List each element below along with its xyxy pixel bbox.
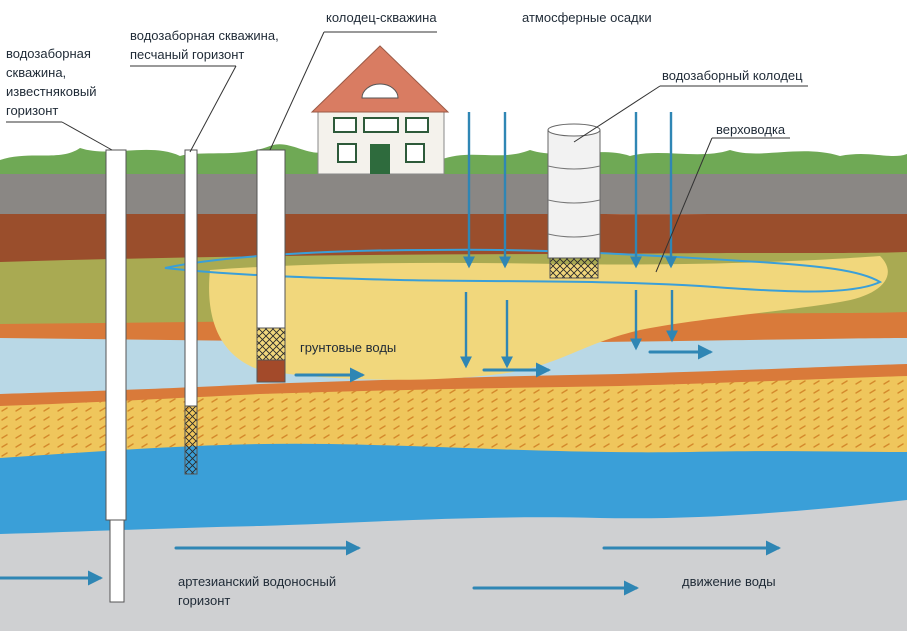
label-line: песчаный горизонт <box>130 47 245 62</box>
well-borehole <box>256 149 286 383</box>
label-groundwater: грунтовые воды <box>300 340 397 355</box>
intake-well <box>547 123 601 279</box>
label-well-borehole: колодец-скважина <box>326 10 437 25</box>
arrow-right-icon <box>0 344 781 596</box>
label-water-movement: движение воды <box>682 574 776 589</box>
label-borehole-limestone: водозаборная скважина, известняковый гор… <box>6 44 96 120</box>
label-line: горизонт <box>178 593 231 608</box>
label-precipitation: атмосферные осадки <box>522 10 652 25</box>
limestone-borehole <box>105 149 127 603</box>
perched-water-line <box>164 248 883 293</box>
label-perched-water: верховодка <box>716 122 786 137</box>
label-line: горизонт <box>6 103 59 118</box>
label-line: водозаборная скважина, <box>130 28 279 43</box>
label-line: известняковый <box>6 84 97 99</box>
orange-band-lower <box>0 362 907 406</box>
label-artesian: артезианский водоносный горизонт <box>178 572 336 610</box>
leader-lines <box>6 31 808 273</box>
label-borehole-sand: водозаборная скважина, песчаный горизонт <box>130 26 279 64</box>
artesian-aquifer-layer <box>0 430 907 534</box>
grass-strip <box>0 144 907 174</box>
sand-borehole <box>184 149 198 475</box>
house-icon <box>310 45 450 175</box>
label-line: водозаборная <box>6 46 91 61</box>
topsoil-layer <box>0 172 907 214</box>
label-intake-well: водозаборный колодец <box>662 68 803 83</box>
label-line: артезианский водоносный <box>178 574 337 589</box>
label-line: скважина, <box>6 65 67 80</box>
rain-drop-line-icon <box>460 112 678 369</box>
clay-layer <box>0 208 907 262</box>
